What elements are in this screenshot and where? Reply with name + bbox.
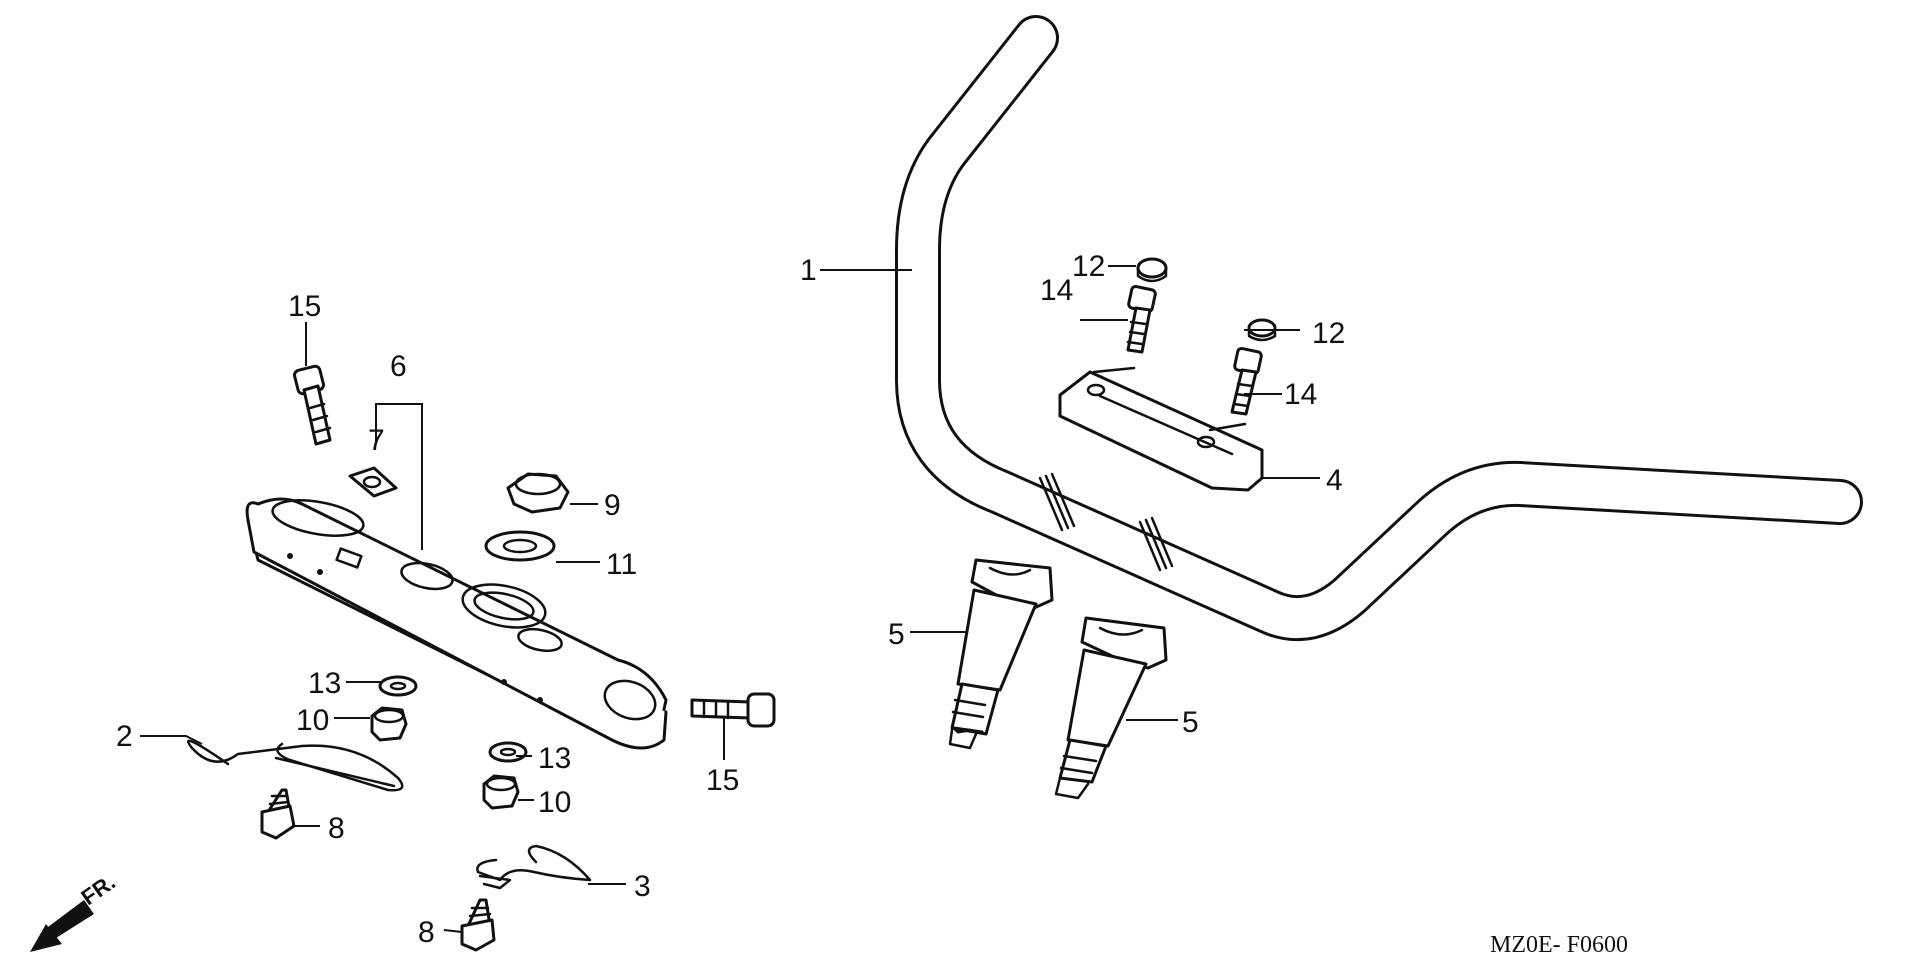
bolt-15-upper (293, 364, 332, 446)
clip-2 (186, 739, 404, 792)
plate-7 (348, 466, 398, 498)
callout-4: 4 (1326, 464, 1343, 497)
callout-12-upper: 12 (1072, 250, 1105, 283)
knurl-band-left (1038, 472, 1076, 532)
lower-holder-right (1054, 616, 1168, 800)
callout-15-lower: 15 (706, 764, 739, 797)
clip-3 (476, 844, 592, 890)
knurl-band-right (1138, 516, 1174, 572)
bolt-8-left (260, 788, 296, 840)
lower-holder-left (948, 558, 1054, 750)
nut-10-right (482, 774, 520, 810)
callout-15-upper: 15 (288, 290, 321, 323)
nut-10-left (370, 706, 408, 742)
callout-13-left: 13 (308, 667, 341, 700)
callout-6: 6 (390, 350, 407, 383)
cap-12-right (1247, 318, 1277, 342)
diagram-code: MZ0E- F0600 (1490, 932, 1628, 958)
handlebar (895, 15, 1863, 642)
callout-1: 1 (800, 254, 817, 287)
bolt-14-right (1230, 346, 1263, 416)
callout-7: 7 (368, 424, 385, 457)
bolt-8-right (460, 898, 496, 952)
washer-13-right (488, 741, 528, 763)
callout-10-left: 10 (296, 704, 329, 737)
nut-9 (506, 472, 570, 514)
callout-14-right: 14 (1284, 378, 1317, 411)
cap-12-left (1136, 257, 1168, 283)
callout-5-left: 5 (888, 618, 905, 651)
front-direction-arrow-icon: FR. (30, 869, 120, 952)
callout-10-right: 10 (538, 786, 571, 819)
washer-11 (484, 530, 556, 562)
callout-8-lower: 8 (418, 916, 435, 949)
top-bridge (245, 497, 668, 750)
callout-8-left: 8 (328, 812, 345, 845)
callout-labels: 1 12 12 14 14 4 5 5 6 7 9 11 13 13 10 10… (116, 250, 1345, 949)
callout-5-right: 5 (1182, 706, 1199, 739)
washer-13-left (378, 675, 418, 697)
callout-13-right: 13 (538, 742, 571, 775)
callout-3: 3 (634, 870, 651, 903)
callout-9: 9 (604, 489, 621, 522)
callout-11: 11 (606, 548, 637, 581)
upper-holder (1058, 366, 1264, 492)
callout-14-left: 14 (1040, 274, 1073, 307)
callout-12-right: 12 (1312, 317, 1345, 350)
leader-lines (140, 265, 1320, 933)
callout-2: 2 (116, 720, 133, 753)
bolt-15-lower (690, 692, 776, 728)
bolt-14-left (1126, 284, 1157, 354)
